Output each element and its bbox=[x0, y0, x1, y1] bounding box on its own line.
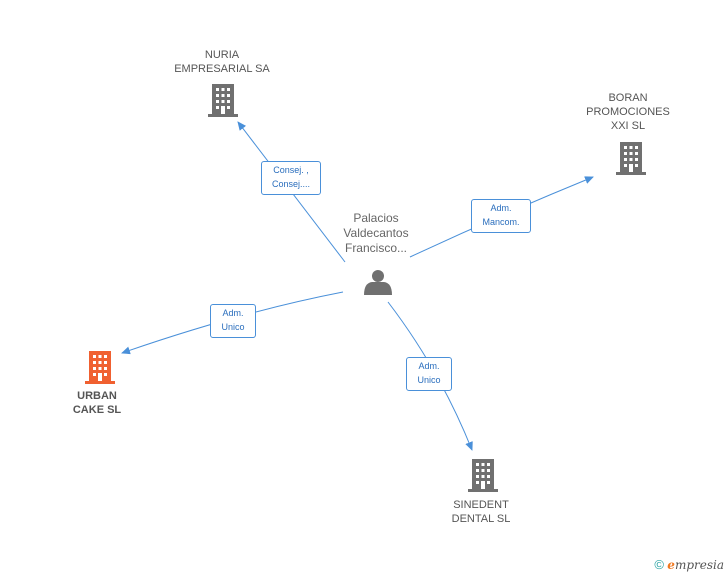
nuria-label-line-2: EMPRESARIAL SA bbox=[174, 63, 270, 75]
boran-label-line-1: BORAN bbox=[608, 92, 648, 104]
building-icon-boran[interactable] bbox=[616, 142, 646, 175]
sinedent-node-label[interactable]: SINEDENT DENTAL SL bbox=[431, 498, 531, 526]
edge-boran-line-2: Mancom. bbox=[482, 217, 520, 227]
boran-label-line-2: PROMOCIONES bbox=[586, 106, 670, 118]
urban-node-label[interactable]: URBAN CAKE SL bbox=[57, 389, 137, 417]
edge-sinedent-line-2: Unico bbox=[417, 375, 441, 385]
edge-label-urban[interactable]: Adm. Unico bbox=[210, 304, 256, 338]
edge-label-sinedent[interactable]: Adm. Unico bbox=[406, 357, 452, 391]
footer-brand: © empresia bbox=[654, 557, 724, 572]
copyright-icon: © bbox=[654, 557, 664, 572]
brand-logo-rest: mpresia bbox=[674, 558, 724, 572]
edge-sinedent-line-1: Adm. bbox=[418, 361, 440, 371]
center-node-label[interactable]: Palacios Valdecantos Francisco... bbox=[326, 211, 426, 256]
brand-logo[interactable]: empresia bbox=[667, 558, 724, 572]
building-icon-urban[interactable] bbox=[85, 351, 115, 384]
building-icon-sinedent[interactable] bbox=[468, 459, 498, 492]
brand-logo-e: e bbox=[667, 558, 675, 572]
urban-label-line-1: URBAN bbox=[77, 390, 117, 402]
boran-node-label[interactable]: BORAN PROMOCIONES XXI SL bbox=[578, 91, 678, 133]
edge-urban-line-2: Unico bbox=[221, 322, 245, 332]
urban-label-line-2: CAKE SL bbox=[72, 404, 122, 416]
sinedent-label-line-2: DENTAL SL bbox=[451, 513, 511, 525]
sinedent-label-line-1: SINEDENT bbox=[453, 499, 509, 511]
edge-label-nuria[interactable]: Consej. , Consej.... bbox=[261, 161, 321, 195]
edge-urban-line-1: Adm. bbox=[222, 308, 244, 318]
person-icon[interactable] bbox=[364, 270, 392, 295]
center-label-line-2: Valdecantos bbox=[343, 226, 409, 240]
building-icon-nuria[interactable] bbox=[208, 84, 238, 117]
center-label-line-3: Francisco... bbox=[344, 241, 407, 255]
edge-boran-line-1: Adm. bbox=[490, 203, 512, 213]
boran-label-line-3: XXI SL bbox=[610, 120, 646, 132]
nuria-node-label[interactable]: NURIA EMPRESARIAL SA bbox=[162, 48, 282, 76]
edge-label-boran[interactable]: Adm. Mancom. bbox=[471, 199, 531, 233]
nuria-label-line-1: NURIA bbox=[204, 49, 240, 61]
center-label-line-1: Palacios bbox=[353, 211, 399, 225]
edge-nuria-line-2: Consej.... bbox=[271, 179, 311, 189]
edge-nuria-line-1: Consej. , bbox=[273, 165, 309, 175]
